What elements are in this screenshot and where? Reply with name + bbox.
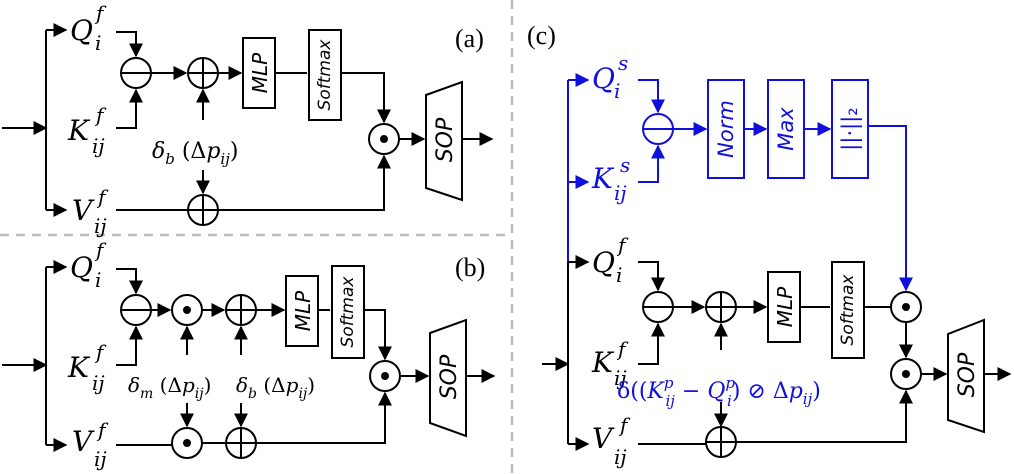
delta-b-term: δb (Δpij)	[152, 139, 238, 168]
svg-text:K: K	[67, 114, 91, 147]
svg-text:f: f	[94, 238, 107, 262]
svg-text:ij: ij	[94, 214, 107, 238]
svg-text:K: K	[591, 346, 615, 379]
panel-a-label: (a)	[455, 24, 484, 53]
softmax-block	[331, 265, 365, 359]
softmax-label: Softmax	[838, 274, 858, 346]
norm-block	[707, 79, 745, 179]
k-f-label: K f ij	[67, 103, 107, 158]
svg-text:Q: Q	[70, 14, 93, 47]
panel-a: (a) Q f i K f ij V f ij δb	[2, 1, 494, 238]
svg-text:ij: ij	[614, 445, 627, 469]
svg-text:f: f	[96, 418, 109, 442]
sop-block	[429, 318, 467, 438]
svg-text:s: s	[620, 153, 630, 177]
l2-norm-block	[831, 79, 869, 179]
svg-text:K: K	[591, 162, 615, 195]
softmax-label: Softmax	[338, 276, 358, 348]
softmax-block	[831, 261, 865, 359]
q-f-label: Q f i	[70, 238, 107, 292]
q-f-label: Q f i	[70, 1, 107, 55]
svg-text:ij: ij	[94, 447, 107, 471]
mlp-label: MLP	[773, 286, 797, 327]
v-f-label: V f ij	[72, 185, 109, 238]
k-s-label: K s ij	[591, 153, 630, 205]
svg-text:i: i	[95, 31, 101, 55]
mlp-label: MLP	[248, 52, 272, 93]
svg-text:i: i	[614, 79, 620, 103]
max-label: Max	[774, 107, 798, 151]
sop-block	[425, 80, 463, 202]
svg-text:V: V	[72, 425, 95, 458]
delta-m-term: δm (Δpij)	[128, 373, 211, 402]
mlp-label: MLP	[291, 290, 315, 331]
svg-text:f: f	[616, 337, 629, 361]
mlp-block	[285, 275, 319, 347]
svg-text:f: f	[94, 1, 107, 25]
k-f-label: K f ij	[67, 340, 107, 395]
svg-text:f: f	[96, 185, 109, 209]
sop-label: SOP	[433, 117, 458, 162]
svg-text:K: K	[67, 351, 91, 384]
q-s-label: Q s i	[592, 51, 628, 103]
svg-text:i: i	[95, 268, 101, 292]
svg-text:V: V	[592, 422, 615, 455]
v-f-label: V f ij	[72, 418, 109, 471]
sop-label: SOP	[955, 352, 980, 397]
panel-c: (c) Q s i K s ij Q f i K f ij V	[527, 21, 1012, 469]
v-f-label: V f ij	[592, 413, 631, 469]
svg-text:f: f	[616, 233, 629, 257]
svg-text:f: f	[618, 413, 631, 437]
panel-b: (b) Q f i K f ij V f ij	[2, 238, 496, 471]
panel-c-label: (c)	[527, 21, 556, 50]
softmax-label: Softmax	[315, 39, 335, 111]
panel-b-label: (b)	[455, 253, 485, 282]
svg-text:Q: Q	[592, 62, 615, 95]
sop-label: SOP	[437, 354, 462, 399]
svg-text:ij: ij	[92, 371, 105, 395]
mlp-block	[242, 37, 276, 109]
sop-block	[947, 318, 985, 434]
svg-text:f: f	[94, 340, 107, 364]
svg-text:ij: ij	[614, 366, 627, 390]
softmax-block	[308, 29, 342, 121]
mlp-block	[767, 271, 801, 343]
q-f-label: Q f i	[592, 233, 629, 287]
svg-text:V: V	[72, 194, 95, 227]
l2-norm-label: ||·||₂	[838, 107, 863, 150]
svg-text:Q: Q	[70, 251, 93, 284]
delta-b-term: δb (Δpij)	[236, 373, 315, 402]
svg-text:ij: ij	[92, 134, 105, 158]
svg-text:s: s	[618, 51, 628, 75]
svg-text:Q: Q	[592, 246, 615, 279]
svg-text:f: f	[94, 103, 107, 127]
svg-text:ij: ij	[614, 181, 627, 205]
svg-text:i: i	[616, 263, 622, 287]
norm-label: Norm	[714, 100, 738, 158]
